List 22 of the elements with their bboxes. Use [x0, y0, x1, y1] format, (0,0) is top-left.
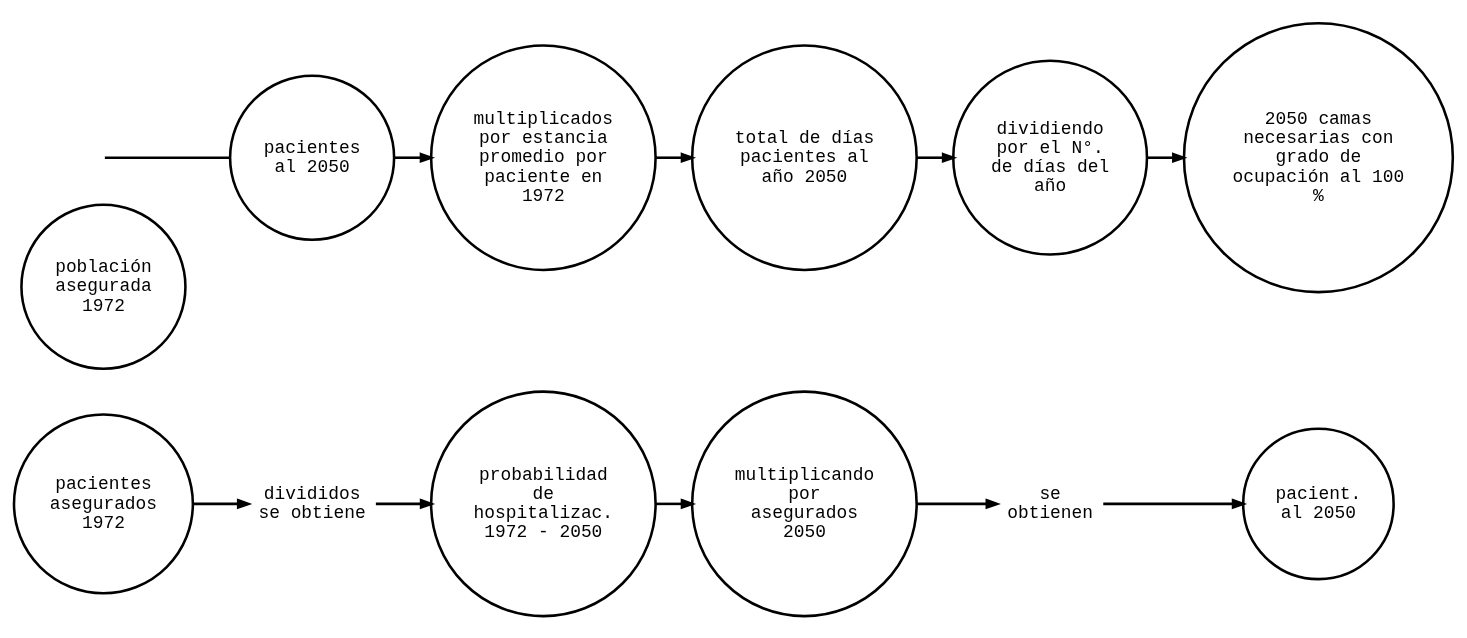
node-circle: probabilidad de hospitalizac. 1972 - 2050 — [429, 389, 657, 617]
arrow — [1146, 151, 1188, 163]
node-text: se obtienen — [1007, 483, 1094, 523]
arrow — [394, 151, 436, 163]
node-circle: multiplicados por estancia promedio por paciente en 1972 — [429, 43, 657, 271]
node-circle: dividiendo por el N°. de días del año — [952, 59, 1149, 256]
arrow — [193, 498, 253, 509]
node-circle: multiplicando por asegurados 2050 — [690, 389, 918, 617]
arrow — [655, 498, 697, 509]
node-circle: pacient. al 2050 — [1241, 426, 1395, 580]
node-circle: pacientes al 2050 — [228, 73, 396, 241]
node-circle: total de días pacientes al año 2050 — [690, 43, 918, 271]
arrow — [375, 498, 436, 509]
arrow — [916, 151, 958, 163]
node-circle: pacientes asegurados 1972 — [12, 412, 195, 595]
arrow — [916, 498, 1001, 509]
arrow — [655, 151, 697, 163]
connector — [104, 155, 230, 159]
node-circle: población asegurada 1972 — [20, 202, 187, 370]
node-text: divididos se obtiene — [258, 483, 366, 523]
node-circle: 2050 camas necesarias con grado de ocupación al 100 % — [1182, 21, 1455, 293]
arrow — [1103, 498, 1248, 509]
